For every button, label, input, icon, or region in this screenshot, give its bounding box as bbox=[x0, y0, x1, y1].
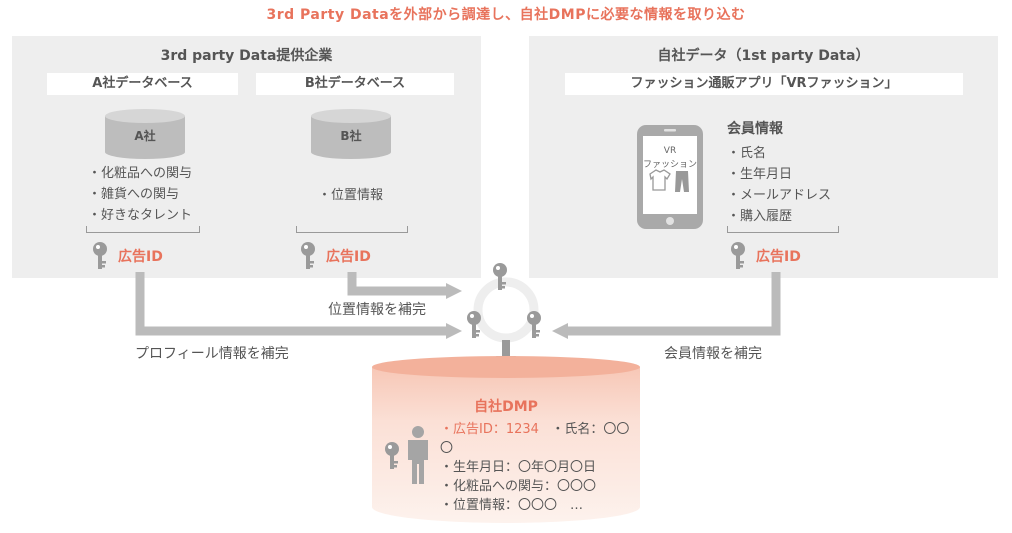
company-b-database-icon bbox=[311, 109, 391, 159]
first-party-ad-id: 広告ID bbox=[756, 249, 801, 265]
list-item: ・雑貨への関与 bbox=[88, 187, 180, 202]
location-supplement-label: 位置情報を補完 bbox=[328, 302, 426, 318]
person-icon bbox=[408, 426, 428, 484]
company-b-label: B社 bbox=[340, 129, 362, 143]
dmp-data-list: ・広告ID：1234 ・氏名：〇〇〇 ・生年月日：〇年〇月〇日 ・化粧品への関与… bbox=[440, 420, 640, 515]
phone-screen-text-vr: VR bbox=[663, 146, 677, 156]
company-b-database-header: B社データベース bbox=[256, 73, 454, 95]
member-info-bracket bbox=[727, 226, 839, 233]
key-icon bbox=[493, 263, 507, 290]
fashion-app-header: ファッション通販アプリ「VRファッション」 bbox=[565, 73, 963, 95]
list-item: ・化粧品への関与 bbox=[88, 166, 193, 181]
profile-supplement-label: プロフィール情報を補完 bbox=[135, 346, 289, 362]
list-item: ・氏名 bbox=[727, 146, 767, 161]
company-a-ad-id: 広告ID bbox=[118, 249, 163, 265]
key-icon bbox=[467, 311, 481, 338]
member-supplement-label: 会員情報を補完 bbox=[664, 346, 762, 362]
member-info-list: ・氏名 ・生年月日 ・メールアドレス ・購入履歴 bbox=[727, 143, 857, 227]
page-title: 3rd Party Dataを外部から調達し、自社DMPに必要な情報を取り込む bbox=[266, 7, 746, 23]
dmp-title: 自社DMP bbox=[474, 399, 538, 415]
company-a-data-list: ・化粧品への関与 ・雑貨への関与 ・好きなタレント bbox=[88, 163, 218, 226]
company-a-bracket bbox=[86, 226, 200, 233]
key-icon bbox=[527, 311, 541, 338]
key-icon bbox=[301, 242, 315, 269]
company-b-data-list: ・位置情報 bbox=[318, 185, 418, 206]
company-b-ad-id: 広告ID bbox=[326, 249, 371, 265]
list-item: ・位置情報：〇〇〇 … bbox=[440, 498, 584, 513]
company-b-bracket bbox=[296, 226, 408, 233]
list-item: ・購入履歴 bbox=[727, 209, 793, 224]
list-item: ・好きなタレント bbox=[88, 208, 193, 223]
list-item: ・広告ID：1234 ・氏名：〇〇〇 bbox=[440, 420, 640, 458]
first-party-panel-title: 自社データ（1st party Data） bbox=[657, 48, 870, 64]
third-party-panel-title: 3rd party Data提供企業 bbox=[160, 48, 333, 64]
key-icon bbox=[93, 242, 107, 269]
dmp-name: ・氏名：〇〇〇 bbox=[440, 422, 630, 456]
list-item: ・位置情報 bbox=[318, 188, 384, 203]
dmp-database-icon bbox=[372, 356, 640, 523]
key-icon bbox=[385, 442, 399, 469]
company-a-database-icon bbox=[105, 109, 185, 159]
list-item: ・生年月日 bbox=[727, 167, 793, 182]
company-a-label: A社 bbox=[134, 129, 156, 143]
company-a-database-header: A社データベース bbox=[47, 73, 238, 95]
smartphone-icon bbox=[637, 125, 703, 229]
dmp-ad-id: ・広告ID：1234 bbox=[440, 422, 539, 437]
list-item: ・メールアドレス bbox=[727, 188, 832, 203]
key-icon bbox=[731, 242, 745, 269]
phone-screen-text-fashion: ファッション bbox=[642, 160, 697, 170]
list-item: ・化粧品への関与：〇〇〇 bbox=[440, 479, 597, 494]
list-item: ・生年月日：〇年〇月〇日 bbox=[440, 460, 597, 475]
member-info-title: 会員情報 bbox=[727, 121, 783, 137]
